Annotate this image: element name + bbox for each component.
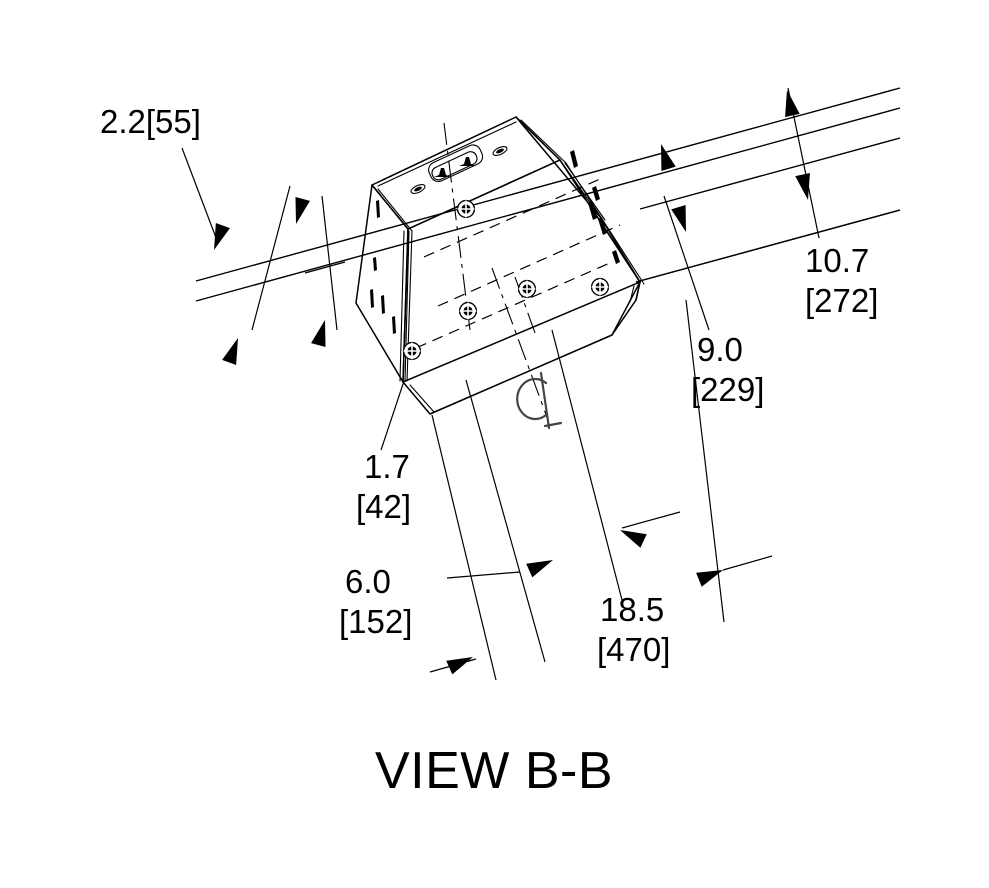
mounting-screws	[402, 199, 610, 361]
centerline-symbol	[516, 371, 563, 430]
connector-post	[459, 157, 476, 166]
enclosure-housing	[355, 116, 645, 415]
dim-arrows-10-7	[779, 88, 816, 202]
dim-label-6-0-imperial: 6.0	[345, 563, 391, 600]
right-vent-slots	[570, 150, 620, 264]
dim-arrows-18-5	[616, 511, 773, 587]
top-face-holes	[410, 146, 508, 194]
dim-label-10-7-metric: [272]	[805, 282, 878, 319]
dim-label-18-5-metric: [470]	[597, 631, 670, 668]
hidden-centerlines	[415, 122, 621, 421]
dim-label-1-7-metric: [42]	[356, 488, 411, 525]
dim-label-18-5-imperial: 18.5	[600, 591, 664, 628]
dim-label-9-0-imperial: 9.0	[697, 331, 743, 368]
dim-label-9-0-metric: [229]	[691, 371, 764, 408]
dim-label-6-0-metric: [152]	[339, 603, 412, 640]
dim-arrows-6-0	[429, 553, 557, 675]
dim-arrows-2-2	[206, 223, 246, 365]
dim-label-2-2: 2.2[55]	[100, 103, 201, 140]
dim-label-1-7-imperial: 1.7	[364, 448, 410, 485]
view-title: VIEW B-B	[375, 742, 613, 800]
extension-lines	[181, 87, 901, 681]
connector-recess	[428, 144, 484, 183]
left-vent-slots	[370, 200, 396, 334]
dim-label-10-7-imperial: 10.7	[805, 242, 869, 279]
connector-post	[434, 168, 451, 177]
dim-arrows-9-0	[653, 141, 694, 235]
